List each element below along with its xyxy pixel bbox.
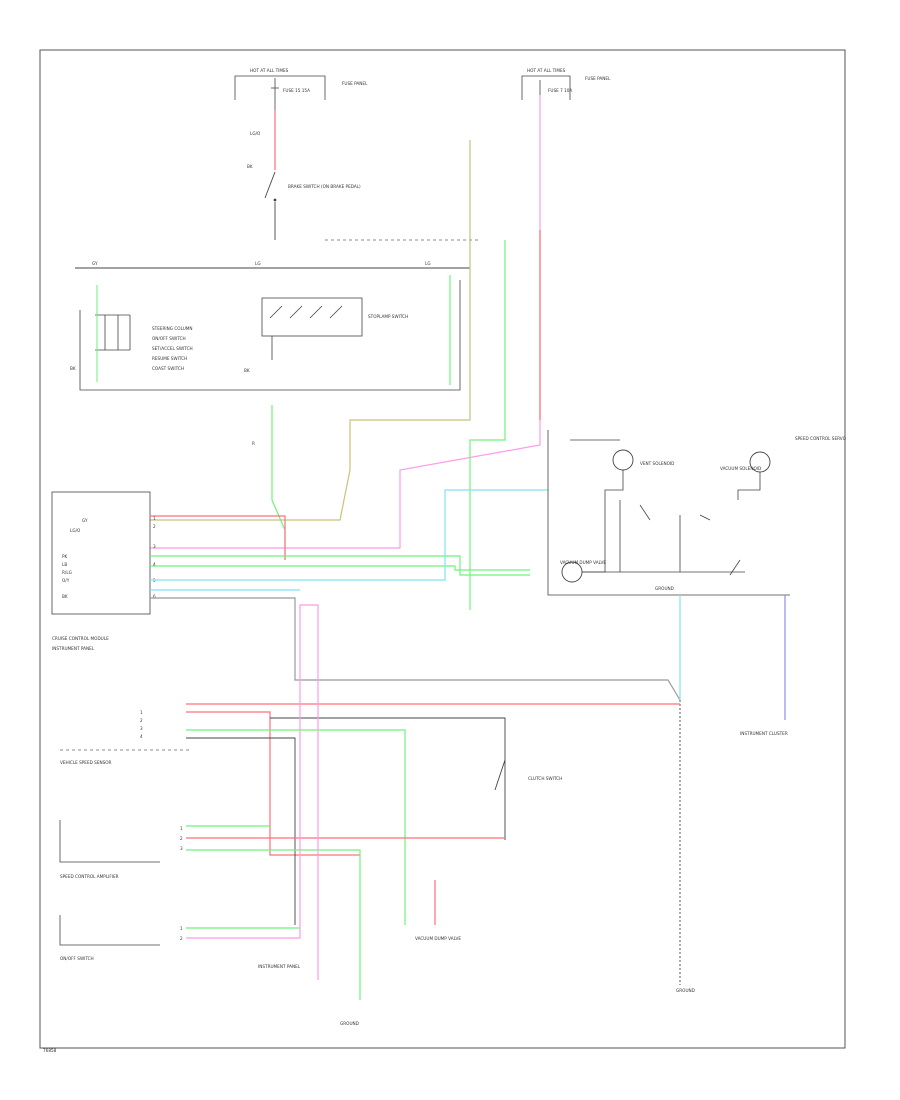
svg-text:INSTRUMENT PANEL: INSTRUMENT PANEL [258, 964, 301, 969]
stoplamp-switch: STOPLAMP SWITCH BK [244, 297, 408, 373]
svg-text:ON/OFF SWITCH: ON/OFF SWITCH [60, 956, 94, 961]
amplifier-box: 1 2 3 SPEED CONTROL AMPLIFIER [59, 820, 183, 879]
svg-text:2: 2 [153, 524, 156, 529]
svg-text:LG: LG [255, 261, 261, 266]
svg-text:LB: LB [62, 562, 67, 567]
wire-green-amp-2 [186, 849, 361, 1000]
svg-text:VACUUM DUMP VALVE: VACUUM DUMP VALVE [560, 560, 606, 565]
svg-text:GROUND: GROUND [676, 988, 695, 993]
svg-text:GROUND: GROUND [655, 586, 674, 591]
svg-text:1: 1 [180, 826, 183, 831]
svg-text:4: 4 [140, 734, 143, 739]
svg-text:BK: BK [70, 366, 76, 371]
svg-text:PK: PK [62, 554, 68, 559]
svg-text:1: 1 [140, 710, 143, 715]
svg-text:LG: LG [425, 261, 431, 266]
wire-pink-bottom [186, 604, 319, 980]
bottom-connector: 1 2 ON/OFF SWITCH [59, 915, 183, 961]
svg-text:1: 1 [153, 516, 156, 521]
svg-text:CLUTCH SWITCH: CLUTCH SWITCH [528, 776, 562, 781]
speed-control-servo: VENT SOLENOID VACUUM SOLENOID SPEED CONT… [547, 430, 847, 596]
svg-text:GY: GY [92, 261, 98, 266]
svg-text:FUSE 15 15A: FUSE 15 15A [283, 88, 310, 93]
svg-text:FUSE PANEL: FUSE PANEL [585, 76, 611, 81]
wire-green-sensor [186, 729, 406, 925]
svg-text:INSTRUMENT PANEL: INSTRUMENT PANEL [52, 646, 95, 651]
wire-green-center [271, 405, 286, 560]
svg-text:O/Y: O/Y [62, 578, 70, 583]
svg-text:GROUND: GROUND [340, 1021, 359, 1026]
svg-text:2: 2 [180, 836, 183, 841]
svg-text:SET/ACCEL SWITCH: SET/ACCEL SWITCH [152, 346, 193, 351]
speed-sensor-connector: 1 2 3 4 VEHICLE SPEED SENSOR [60, 710, 190, 765]
svg-text:HOT AT ALL TIMES: HOT AT ALL TIMES [527, 68, 566, 73]
footer-code: 76858 [43, 1048, 57, 1053]
svg-text:CRUISE CONTROL MODULE: CRUISE CONTROL MODULE [52, 636, 109, 641]
svg-text:3: 3 [153, 544, 156, 549]
svg-text:FUSE 7 10A: FUSE 7 10A [548, 88, 572, 93]
brake-switch: BRAKE SWITCH (ON BRAKE PEDAL) LG/O BK [247, 110, 361, 240]
wire-red-sensor-2 [186, 711, 360, 856]
svg-text:GY: GY [82, 518, 88, 523]
switch-bank-left: STEERING COLUMN ON/OFF SWITCH SET/ACCEL … [70, 280, 461, 391]
svg-text:STEERING COLUMN: STEERING COLUMN [152, 326, 193, 331]
svg-text:VACUUM DUMP VALVE: VACUUM DUMP VALVE [415, 936, 461, 941]
svg-text:2: 2 [140, 718, 143, 723]
svg-text:6: 6 [153, 594, 156, 599]
svg-text:FUSE PANEL: FUSE PANEL [342, 81, 368, 86]
svg-text:3: 3 [140, 726, 143, 731]
wire-gray-module [150, 597, 681, 701]
svg-text:STOPLAMP SWITCH: STOPLAMP SWITCH [368, 314, 408, 319]
svg-text:2: 2 [180, 936, 183, 941]
svg-text:LG/O: LG/O [70, 528, 81, 533]
svg-text:COAST SWITCH: COAST SWITCH [152, 366, 184, 371]
wire-black-sensor [186, 737, 296, 925]
wire-green-module-2 [150, 565, 530, 571]
wire-green-1 [469, 240, 506, 610]
svg-text:VACUUM SOLENOID: VACUUM SOLENOID [720, 466, 761, 471]
svg-text:R: R [252, 441, 255, 446]
svg-text:BK: BK [244, 368, 250, 373]
svg-text:SPEED CONTROL AMPLIFIER: SPEED CONTROL AMPLIFIER [60, 874, 119, 879]
wire-olive [150, 140, 471, 521]
svg-text:4: 4 [153, 562, 156, 567]
wire-black-top [270, 717, 506, 840]
svg-text:1: 1 [180, 926, 183, 931]
svg-text:R/LG: R/LG [62, 570, 72, 575]
svg-text:LG/O: LG/O [250, 131, 261, 136]
wire-pink [150, 95, 541, 549]
svg-text:BK: BK [247, 164, 253, 169]
svg-text:ON/OFF SWITCH: ON/OFF SWITCH [152, 336, 186, 341]
svg-text:VEHICLE SPEED SENSOR: VEHICLE SPEED SENSOR [60, 760, 112, 765]
svg-text:VENT SOLENOID: VENT SOLENOID [640, 461, 674, 466]
wire-green-module [150, 555, 530, 576]
fuse-panel-mid: HOT AT ALL TIMES FUSE PANEL FUSE 7 10A [521, 68, 611, 110]
svg-text:SPEED CONTROL SERVO: SPEED CONTROL SERVO [795, 436, 847, 441]
cruise-control-module: GY LG/O PK LB R/LG O/Y BK CRUISE CONTROL… [51, 491, 156, 651]
svg-text:RESUME SWITCH: RESUME SWITCH [152, 356, 187, 361]
svg-text:BRAKE SWITCH (ON BRAKE PEDAL): BRAKE SWITCH (ON BRAKE PEDAL) [288, 184, 361, 189]
diagram-frame [39, 49, 846, 1049]
svg-text:BK: BK [62, 594, 68, 599]
wire-red-module [150, 515, 286, 560]
svg-text:HOT AT ALL TIMES: HOT AT ALL TIMES [250, 68, 289, 73]
svg-text:3: 3 [180, 846, 183, 851]
fuse-panel-top: HOT AT ALL TIMES FUSE PANEL FUSE 15 15A [234, 68, 368, 110]
clutch-switch: CLUTCH SWITCH [494, 759, 562, 791]
svg-text:INSTRUMENT CLUSTER: INSTRUMENT CLUSTER [740, 731, 788, 736]
wire-cyan-module [150, 489, 548, 581]
